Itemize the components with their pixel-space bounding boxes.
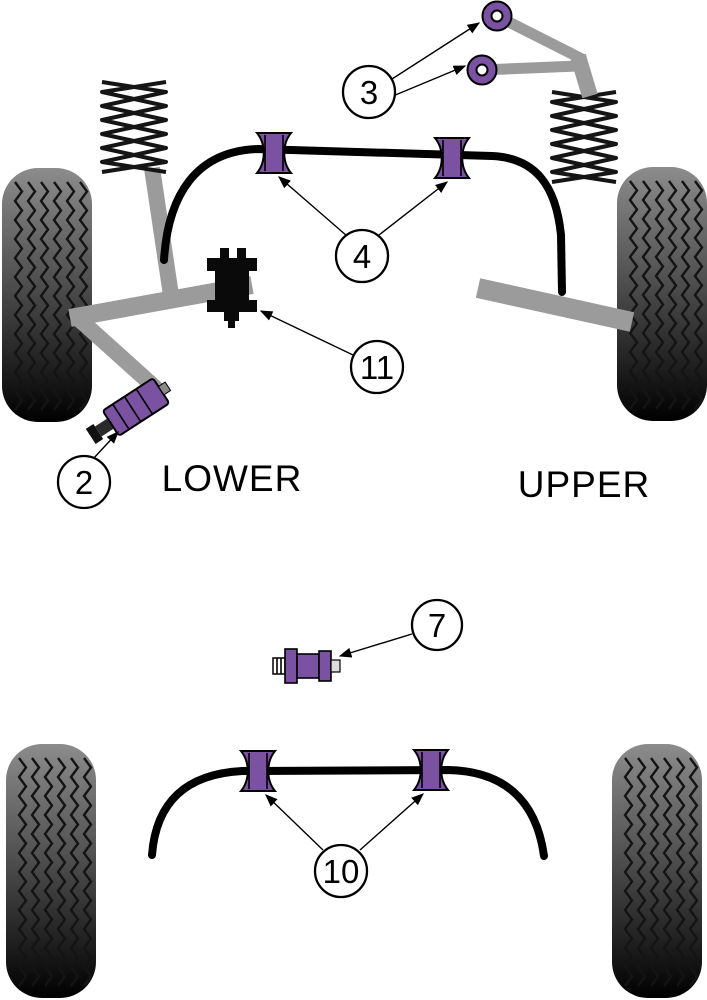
callout-number: 2: [75, 464, 93, 501]
strut-front-left: [144, 166, 180, 304]
tire-front-left: [2, 168, 92, 422]
drop-link-bars: [481, 11, 598, 99]
callout-arrow: [378, 181, 448, 236]
callout-number: 11: [360, 349, 394, 386]
callout-circle: [334, 228, 390, 284]
callout-arrow: [338, 633, 413, 658]
callout-number: 4: [353, 238, 371, 275]
callout-arrow: [259, 310, 354, 356]
callout-arrow: [359, 793, 424, 851]
bushing-part-7: [272, 648, 341, 684]
drop-link-bushing-upper: [481, 0, 513, 32]
tire-rear-left: [6, 744, 96, 998]
rear-axle-section: 7 10: [6, 598, 702, 998]
callout-2: 2: [56, 431, 119, 510]
callout-arrow: [392, 65, 467, 97]
tire-rear-right: [612, 744, 702, 998]
mount-part-11: [207, 248, 257, 328]
callout-circle: [56, 454, 112, 510]
callout-number: 7: [428, 607, 446, 644]
bushing-part-2: [85, 378, 172, 444]
drop-link-bushing-lower: [466, 54, 498, 86]
control-arm-lower-left: [74, 314, 166, 398]
callout-circle: [349, 339, 405, 395]
anti-roll-bar-front: [160, 144, 566, 296]
front-axle-section: 3 4 11 2 LOWER UPPER: [2, 0, 707, 510]
coil-spring-left: [100, 80, 168, 174]
callout-7: 7: [338, 598, 464, 658]
tire-front-right: [617, 167, 707, 421]
coil-spring-right: [550, 90, 618, 184]
control-arm-front-right: [475, 278, 635, 332]
callout-arrow: [265, 794, 324, 851]
callout-circle: [410, 598, 464, 652]
callout-circle: [341, 64, 397, 120]
callout-arrow: [92, 431, 119, 460]
callout-arrow: [278, 176, 348, 237]
label-lower: LOWER: [162, 458, 303, 499]
callout-3: 3: [341, 22, 481, 120]
callout-4: 4: [278, 176, 448, 284]
callout-number: 3: [360, 74, 378, 111]
label-upper: UPPER: [518, 464, 650, 505]
callout-11: 11: [259, 310, 405, 395]
callout-number: 10: [323, 853, 360, 890]
callout-arrow: [391, 22, 481, 80]
callout-10: 10: [265, 793, 424, 899]
callout-circle: [313, 843, 369, 899]
anti-roll-bar-rear: [148, 765, 548, 860]
